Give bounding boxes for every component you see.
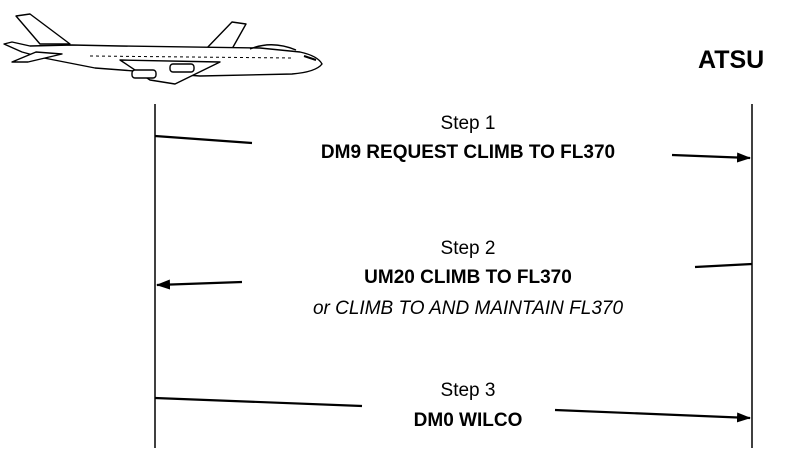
airliner-icon (3, 13, 323, 85)
step-2-arrow (156, 262, 753, 290)
step-3-label: Step 3 (440, 380, 496, 401)
step-1-message: DM9 REQUEST CLIMB TO FL370 (320, 142, 616, 163)
atsu-label: ATSU (698, 46, 765, 74)
step-2-message: UM20 CLIMB TO FL370 (364, 267, 572, 288)
step-2-label: Step 2 (440, 238, 496, 259)
step-1-label: Step 1 (440, 113, 496, 134)
step-2-alternate: or CLIMB TO AND MAINTAIN FL370 (312, 298, 624, 319)
step-1-arrow (154, 134, 751, 163)
step-3-arrow (154, 396, 751, 423)
step-3-message: DM0 WILCO (413, 410, 523, 431)
